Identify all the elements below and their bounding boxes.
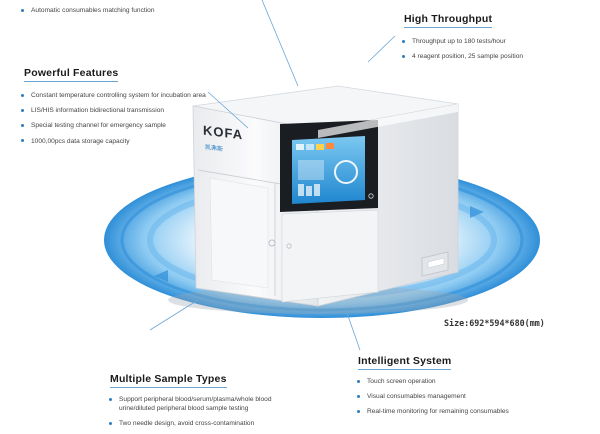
high-throughput-list: Throughput up to 180 tests/hour 4 reagen… <box>401 37 596 67</box>
multiple-sample-types-title: Multiple Sample Types <box>110 373 227 388</box>
powerful-features-item: LIS/HIS information bidirectional transm… <box>20 106 240 115</box>
ring-arrows <box>154 206 484 282</box>
top-bullet-list: Automatic consumables matching function <box>20 6 280 21</box>
high-throughput-title: High Throughput <box>404 13 493 28</box>
callout-lines <box>149 0 396 351</box>
powerful-features-item: Special testing channel for emergency sa… <box>20 121 240 130</box>
intelligent-system-title: Intelligent System <box>358 355 452 370</box>
intelligent-system-item: Visual consumables management <box>356 392 586 401</box>
high-throughput-item: 4 reagent position, 25 sample position <box>401 52 596 61</box>
high-throughput-item: Throughput up to 180 tests/hour <box>401 37 596 46</box>
intelligent-system-item: Real-time monitoring for remaining consu… <box>356 407 586 416</box>
multiple-sample-types-item: Two needle design, avoid cross-contamina… <box>108 419 288 428</box>
multiple-sample-types-list: Support peripheral blood/serum/plasma/wh… <box>108 395 288 434</box>
multiple-sample-types-item: Support peripheral blood/serum/plasma/wh… <box>108 395 288 413</box>
powerful-features-list: Constant temperature controlling system … <box>20 91 240 152</box>
analyzer-device <box>192 85 459 307</box>
intelligent-system-item: Touch screen operation <box>356 377 586 386</box>
top-bullet-item: Automatic consumables matching function <box>20 6 280 15</box>
intelligent-system-list: Touch screen operation Visual consumable… <box>356 377 586 423</box>
powerful-features-title: Powerful Features <box>24 67 119 82</box>
size-label: Size:692*594*680(mm) <box>444 318 545 328</box>
powerful-features-item: 1000,00pcs data storage capacity <box>20 137 240 146</box>
powerful-features-item: Constant temperature controlling system … <box>20 91 240 100</box>
